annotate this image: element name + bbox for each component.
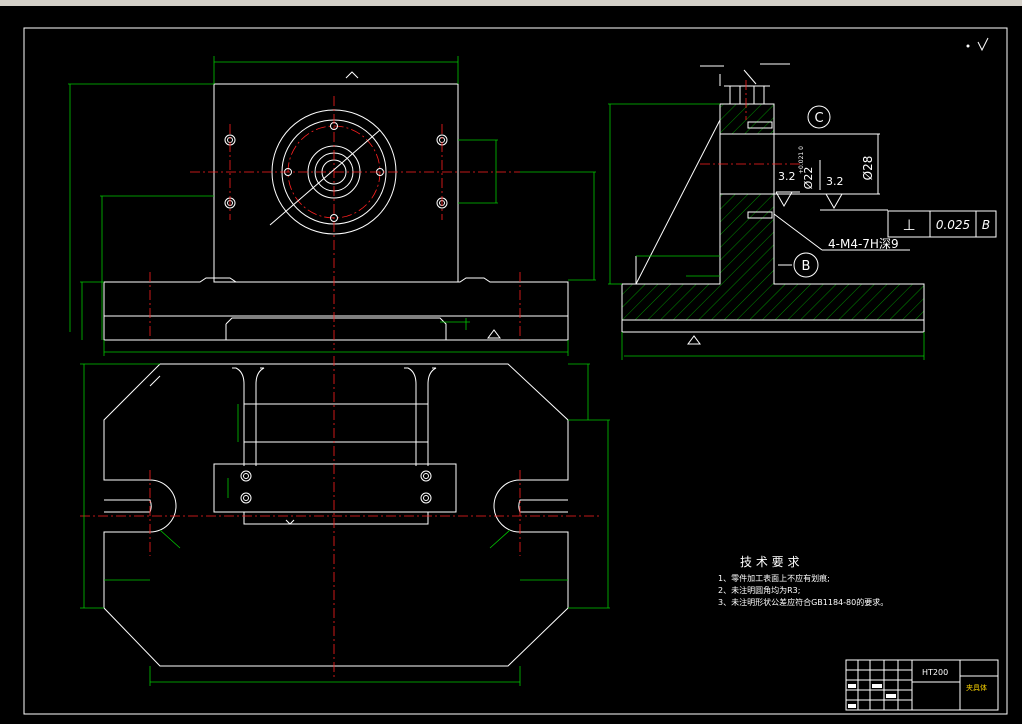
front-view xyxy=(68,56,596,356)
tech-requirements-title: 技 术 要 求 xyxy=(740,555,799,569)
datum-c-label: C xyxy=(814,111,823,126)
tolerance-datum: B xyxy=(982,218,990,232)
side-section-view xyxy=(608,63,997,360)
thread-note: 4-M4-7H深9 xyxy=(828,237,899,251)
corner-mark-icon xyxy=(966,44,970,48)
material-label: HT200 xyxy=(922,668,948,677)
window-top-strip xyxy=(0,0,1022,6)
perpendicularity-symbol: ⊥ xyxy=(902,216,915,234)
roughness-symbol-icon xyxy=(977,37,989,52)
drawing-frame xyxy=(23,27,1008,715)
datum-b-label: B xyxy=(802,259,811,274)
roughness-label-1: 3.2 xyxy=(778,170,796,183)
tech-requirement-item: 3、未注明形状公差应符合GB1184-80的要求。 xyxy=(718,597,888,607)
diameter-28-label: Ø28 xyxy=(861,156,875,181)
plan-view xyxy=(80,356,610,686)
tech-requirement-item: 1、零件加工表面上不应有划痕; xyxy=(718,573,830,583)
tech-requirement-item: 2、未注明圆角均为R3; xyxy=(718,585,800,595)
tolerance-value: 0.025 xyxy=(936,218,970,232)
bore-22-label: Ø22 xyxy=(802,167,815,190)
roughness-label-2: 3.2 xyxy=(826,175,844,188)
title-block xyxy=(845,659,999,711)
part-name-label: 夹具体 xyxy=(966,683,987,692)
bore-tolerance-label: +0.021 0 xyxy=(798,146,805,174)
